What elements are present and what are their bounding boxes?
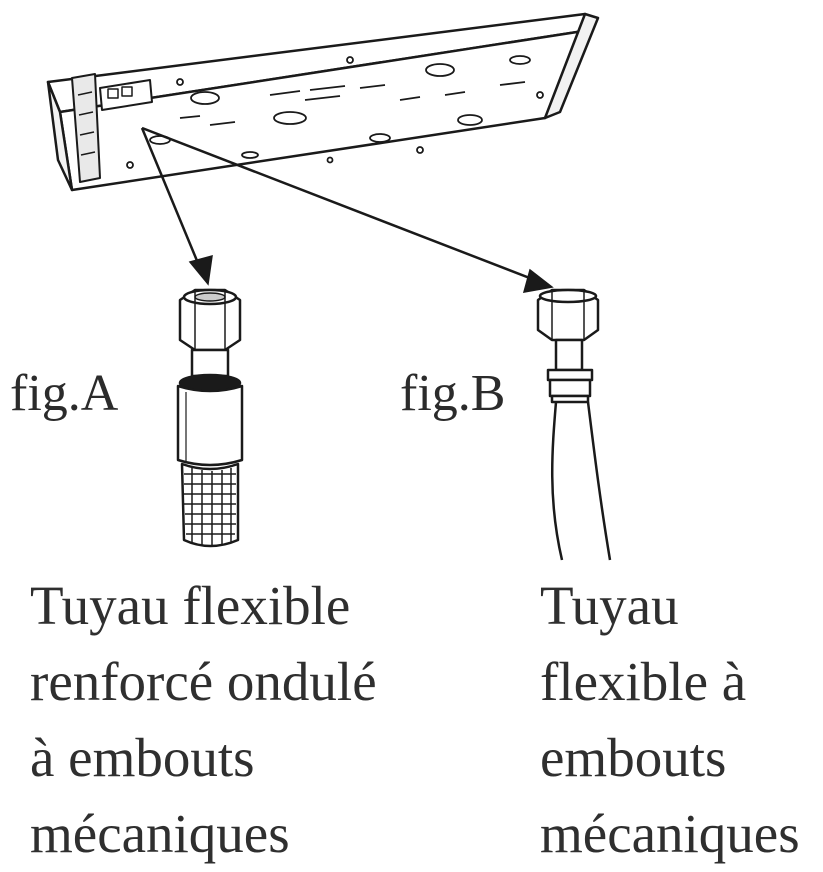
caption-line: Tuyau flexible xyxy=(30,575,351,636)
caption-line: mécaniques xyxy=(540,803,800,864)
connection-arrows xyxy=(140,126,554,293)
cooktop-illustration xyxy=(46,12,600,192)
fig-a-caption: Tuyau flexible renforcé ondulé à embouts… xyxy=(30,568,377,872)
caption-line: flexible à xyxy=(540,651,747,712)
caption-line: à embouts xyxy=(30,727,255,788)
arrowhead-fig-b xyxy=(522,268,554,293)
corrugated-hose-illustration xyxy=(176,288,244,548)
caption-line: mécaniques xyxy=(30,803,290,864)
fig-b-label: fig.B xyxy=(400,365,505,422)
caption-line: renforcé ondulé xyxy=(30,651,377,712)
arrow-to-fig-a xyxy=(140,127,202,269)
flexible-hose-illustration xyxy=(536,288,612,561)
fig-a-label: fig.A xyxy=(10,365,119,422)
caption-line: embouts xyxy=(540,727,727,788)
caption-line: Tuyau xyxy=(540,575,679,636)
arrow-to-fig-b xyxy=(141,126,541,284)
fig-b-caption: Tuyau flexible à embouts mécaniques xyxy=(540,568,800,872)
arrowhead-fig-a xyxy=(188,254,213,286)
